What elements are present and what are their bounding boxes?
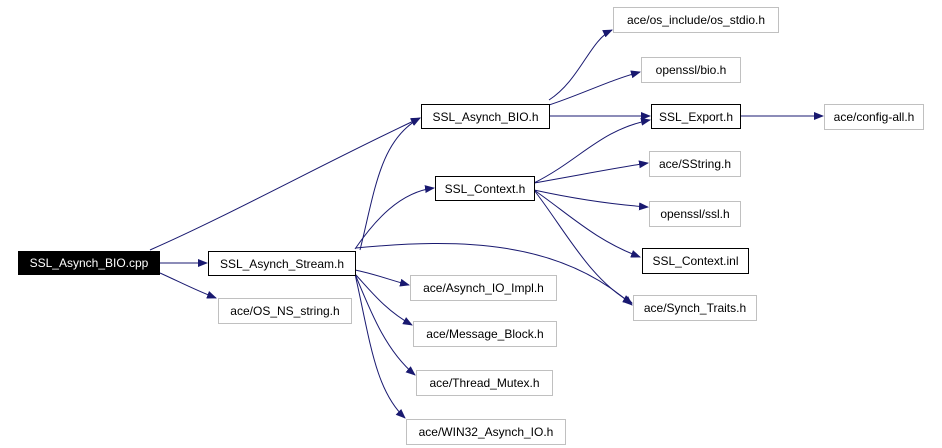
edge-stream-to-synch-traits <box>355 243 633 306</box>
node-ace-sstring-h: ace/SString.h <box>649 151 741 177</box>
node-ace-message-block-h: ace/Message_Block.h <box>413 321 557 347</box>
node-ssl-asynch-bio-cpp[interactable]: SSL_Asynch_BIO.cpp <box>18 251 160 275</box>
edge-stream-to-asynch-bio-h <box>359 117 421 251</box>
edge-context-to-openssl-ssl <box>533 189 649 211</box>
node-ace-win32-asynch-io-h: ace/WIN32_Asynch_IO.h <box>406 419 566 445</box>
edge-context-to-synch-traits <box>533 189 633 304</box>
node-ssl-asynch-stream-h[interactable]: SSL_Asynch_Stream.h <box>208 251 356 276</box>
node-ssl-asynch-bio-h[interactable]: SSL_Asynch_BIO.h <box>421 104 550 129</box>
edge-stream-to-asynch-io-impl <box>354 269 410 287</box>
edge-context-to-sstring <box>533 160 649 184</box>
edge-cpp-to-asynch-bio-h <box>149 117 421 251</box>
node-ace-config-all-h: ace/config-all.h <box>824 104 924 130</box>
edge-stream-to-thread-mutex <box>354 273 416 376</box>
edge-stream-to-context-h <box>354 185 435 250</box>
node-ssl-export-h[interactable]: SSL_Export.h <box>651 104 741 129</box>
edge-context-to-ssl-export <box>533 117 651 184</box>
edge-stream-to-message-block <box>354 273 413 326</box>
node-ace-os-ns-string-h: ace/OS_NS_string.h <box>218 298 352 324</box>
node-openssl-bio-h: openssl/bio.h <box>641 57 741 83</box>
node-ace-asynch-io-impl-h: ace/Asynch_IO_Impl.h <box>410 275 557 301</box>
node-ace-os-include-os-stdio-h: ace/os_include/os_stdio.h <box>613 7 779 33</box>
edge-context-to-context-inl <box>533 189 641 258</box>
node-ssl-context-inl[interactable]: SSL_Context.inl <box>642 248 749 274</box>
edge-asynch-bio-to-os-stdio <box>548 29 613 101</box>
edge-cpp-to-os-ns-string <box>159 272 217 299</box>
edge-stream-to-win32-asynch-io <box>354 273 406 419</box>
node-openssl-ssl-h: openssl/ssl.h <box>649 201 741 227</box>
edge-asynch-bio-to-openssl-bio <box>548 70 641 106</box>
node-ace-thread-mutex-h: ace/Thread_Mutex.h <box>416 370 553 396</box>
node-ssl-context-h[interactable]: SSL_Context.h <box>435 176 535 201</box>
node-ace-synch-traits-h: ace/Synch_Traits.h <box>633 295 757 321</box>
